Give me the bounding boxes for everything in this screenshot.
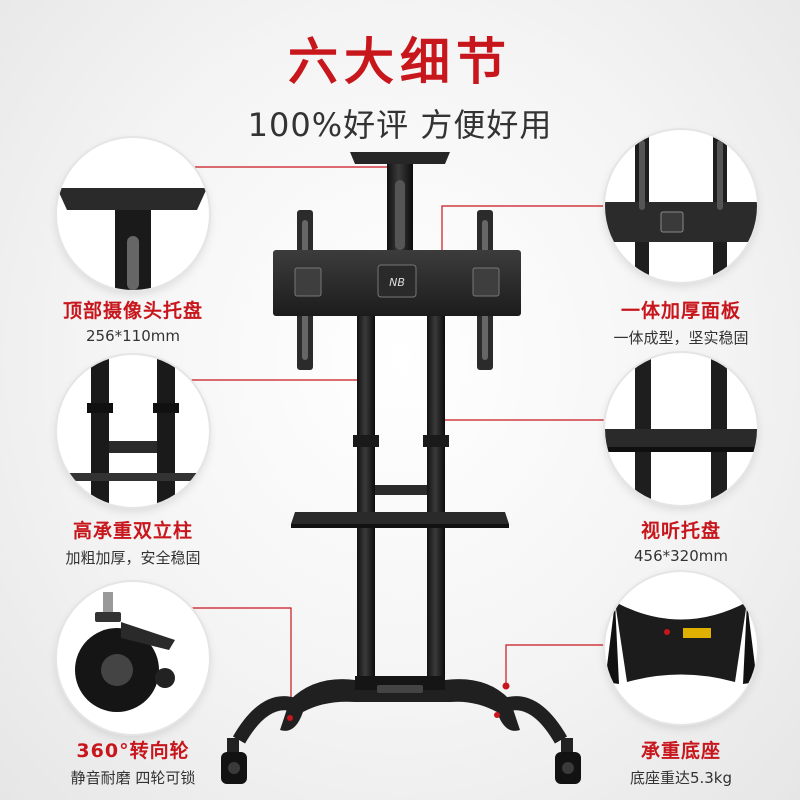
panel-logo: NB: [389, 276, 405, 289]
feature-panel: 一体加厚面板 一体成型，坚实稳固: [566, 296, 796, 348]
feature-subtitle: 静音耐磨 四轮可锁: [70, 769, 196, 787]
detail-wheels: [57, 582, 209, 734]
detail-camera-tray: [57, 138, 209, 290]
feature-subtitle: 256*110mm: [86, 327, 180, 345]
feature-title: 高承重双立柱: [72, 520, 193, 542]
detail-base: [605, 572, 757, 724]
base: [280, 679, 520, 731]
wheel-front-left: [221, 738, 247, 784]
feature-av-tray: 视听托盘 456*320mm: [566, 516, 796, 565]
wheel-front-right: [555, 738, 581, 784]
column-right: [427, 316, 445, 676]
feature-title: 视听托盘: [640, 520, 721, 542]
detail-panel: [605, 130, 757, 282]
feature-subtitle: 一体成型，坚实稳固: [613, 329, 749, 347]
av-tray: [291, 512, 509, 524]
column-left: [357, 316, 375, 676]
tv-stand-image: NB: [221, 152, 581, 784]
page-subtitle: 100%好评 方便好用: [247, 106, 553, 144]
detail-columns: [57, 355, 209, 507]
feature-wheels: 360°转向轮 静音耐磨 四轮可锁: [18, 736, 248, 788]
feature-title: 承重底座: [640, 740, 721, 762]
feature-title: 一体加厚面板: [620, 300, 741, 322]
detail-av-tray: [605, 353, 757, 505]
feature-base: 承重底座 底座重达5.3kg: [566, 736, 796, 788]
feature-subtitle: 456*320mm: [634, 547, 728, 565]
feature-columns: 高承重双立柱 加粗加厚，安全稳固: [18, 516, 248, 568]
feature-subtitle: 底座重达5.3kg: [629, 769, 733, 787]
feature-title: 顶部摄像头托盘: [62, 300, 203, 322]
feature-title: 360°转向轮: [76, 740, 190, 762]
camera-tray: [350, 152, 450, 164]
page-title: 六大细节: [288, 33, 512, 91]
feature-camera-tray: 顶部摄像头托盘 256*110mm: [18, 296, 248, 345]
feature-subtitle: 加粗加厚，安全稳固: [65, 549, 201, 567]
